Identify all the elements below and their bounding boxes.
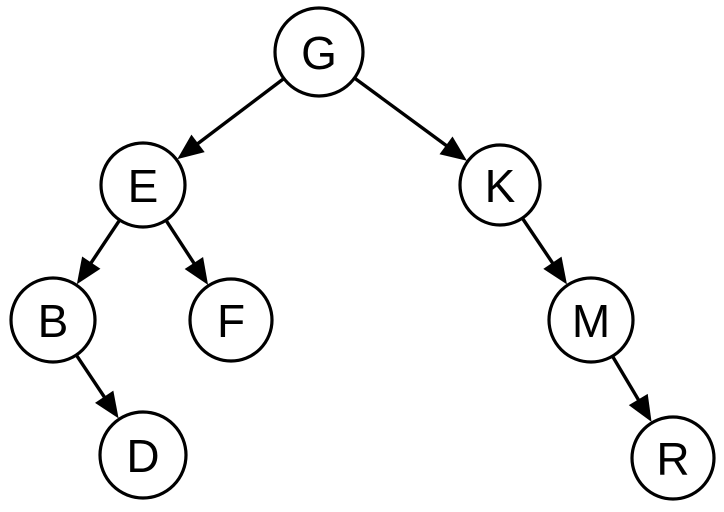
edge-b-to-d: [75, 354, 119, 419]
edge-g-to-e: [177, 77, 285, 160]
arrowhead-icon: [184, 257, 209, 285]
tree-node-e[interactable]: E: [99, 141, 187, 229]
tree-node-g[interactable]: G: [273, 6, 365, 98]
node-circle-m[interactable]: [547, 276, 635, 364]
edge-e-to-f: [165, 220, 209, 285]
node-label-f: F: [217, 295, 245, 347]
tree-node-f[interactable]: F: [188, 277, 274, 363]
node-label-d: D: [126, 430, 159, 482]
node-label-g: G: [301, 27, 337, 79]
edge-line: [165, 220, 197, 267]
node-layer: G E K B F M D R: [9, 6, 716, 501]
edge-line: [75, 354, 108, 401]
edge-line: [521, 218, 556, 267]
edge-line: [354, 77, 450, 149]
tree-node-r[interactable]: R: [630, 415, 716, 501]
arrowhead-icon: [439, 136, 467, 161]
arrowhead-icon: [177, 134, 205, 160]
node-label-k: K: [485, 160, 516, 212]
tree-node-m[interactable]: M: [547, 276, 635, 364]
edge-layer: [75, 77, 652, 422]
tree-node-b[interactable]: B: [9, 276, 97, 364]
node-circle-b[interactable]: [9, 276, 97, 364]
node-circle-k[interactable]: [458, 143, 542, 227]
node-label-r: R: [656, 433, 689, 485]
node-circle-f[interactable]: [188, 277, 274, 363]
node-circle-e[interactable]: [99, 141, 187, 229]
arrowhead-icon: [628, 393, 652, 422]
arrowhead-icon: [95, 390, 119, 419]
edge-line: [194, 77, 285, 147]
node-circle-r[interactable]: [630, 415, 716, 501]
node-label-e: E: [128, 160, 159, 212]
edge-e-to-b: [76, 219, 121, 285]
node-circle-d[interactable]: [98, 410, 188, 500]
edge-g-to-k: [354, 77, 467, 161]
tree-node-d[interactable]: D: [98, 410, 188, 500]
arrowhead-icon: [543, 256, 567, 285]
edge-m-to-r: [611, 356, 652, 422]
node-label-b: B: [38, 295, 69, 347]
node-circle-g[interactable]: [273, 6, 365, 98]
edge-k-to-m: [521, 218, 567, 285]
edge-line: [611, 356, 642, 403]
arrowhead-icon: [76, 256, 101, 285]
tree-node-k[interactable]: K: [458, 143, 542, 227]
node-label-m: M: [572, 295, 610, 347]
edge-line: [88, 219, 121, 267]
